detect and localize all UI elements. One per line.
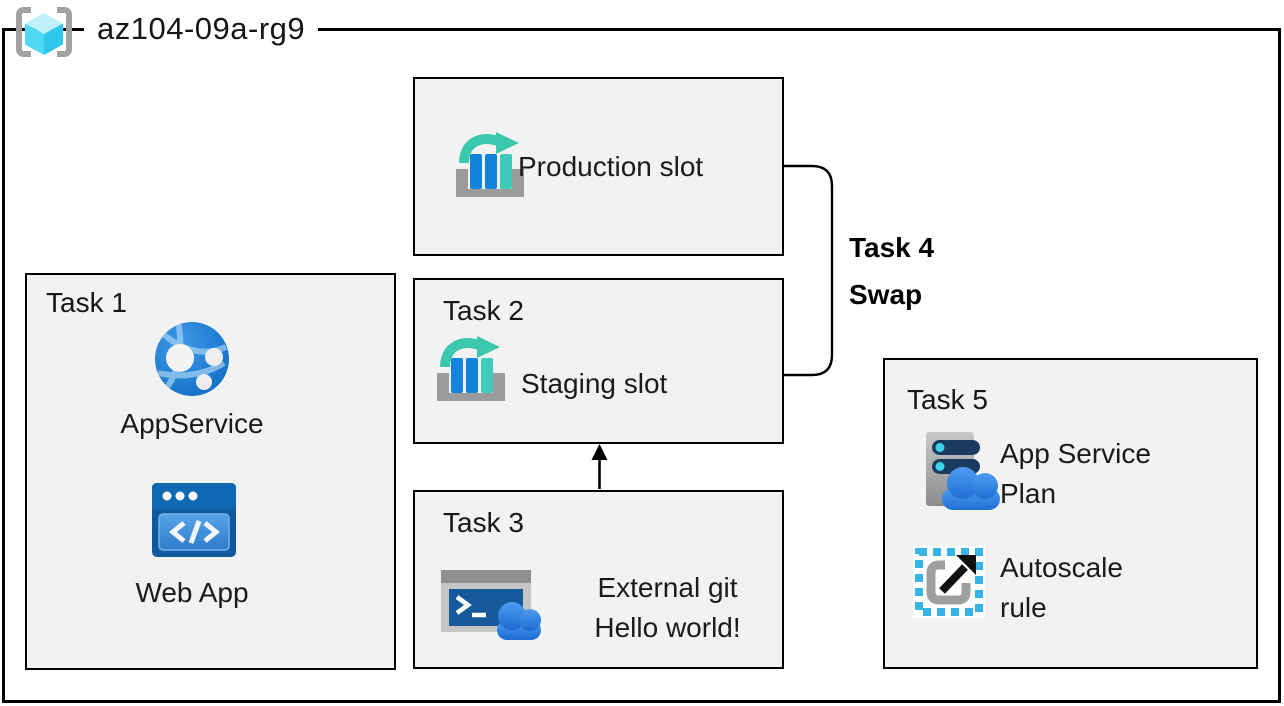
autoscale-icon [913, 546, 985, 618]
web-app-label: Web App [135, 577, 249, 608]
task5-box: Task 5 [883, 358, 1258, 669]
app-service-label: AppService [120, 408, 264, 439]
task4-note: Task 4 Swap [849, 224, 934, 318]
resource-group-name: az104-09a-rg9 [84, 11, 319, 47]
app-service-plan-icon [910, 430, 1010, 512]
task4-title: Task 4 [849, 232, 935, 263]
cloud-shell-icon [441, 564, 545, 644]
task5-title: Task 5 [907, 384, 988, 415]
autoscale-rule-label: Autoscale rule [1000, 552, 1123, 623]
deployment-slots-icon [433, 335, 509, 407]
task3-title: Task 3 [443, 507, 524, 538]
task3-text: External git Hello world! [560, 568, 775, 648]
resource-group-icon [12, 6, 76, 58]
deployment-slots-icon [452, 131, 528, 203]
web-app-icon [152, 483, 236, 557]
production-slot-label: Production slot [518, 151, 704, 182]
task2-title: Task 2 [443, 295, 524, 326]
staging-slot-label: Staging slot [521, 368, 668, 399]
hello-world-label: Hello world! [594, 612, 741, 643]
app-service-plan-label: App Service Plan [1000, 438, 1151, 509]
task3-box: Task 3 External [413, 490, 784, 669]
task1-box: Task 1 AppService [25, 273, 396, 670]
task4-swap-label: Swap [849, 279, 923, 310]
resource-group-border [2, 28, 1281, 703]
production-slot-box: Production slot [413, 77, 784, 256]
task1-title: Task 1 [46, 287, 127, 318]
app-service-icon [154, 321, 230, 397]
external-git-label: External git [597, 572, 738, 603]
task2-box: Task 2 Staging slot [413, 278, 784, 444]
